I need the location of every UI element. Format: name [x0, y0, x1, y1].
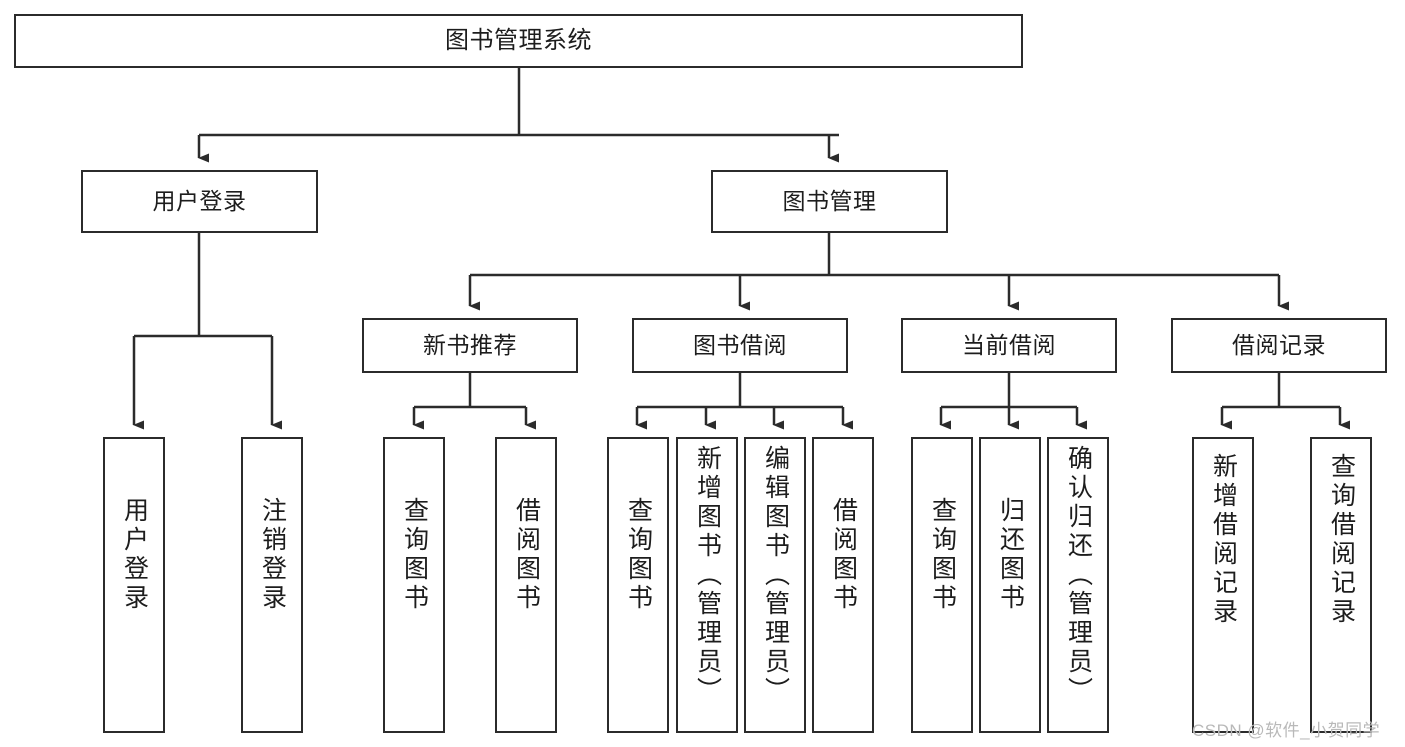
node-label: 确认归还（管理员） — [1064, 445, 1093, 706]
leaf-logout[interactable]: 注销登录 — [241, 437, 303, 733]
node-user-login[interactable]: 用户登录 — [81, 170, 318, 233]
node-label: 借阅记录 — [1232, 332, 1326, 358]
node-label: 图书管理 — [782, 188, 877, 214]
leaf-user-login[interactable]: 用户登录 — [103, 437, 165, 733]
leaf-confirm-return-admin[interactable]: 确认归还（管理员） — [1047, 437, 1109, 733]
node-label: 归还图书 — [996, 497, 1025, 613]
node-label: 用户登录 — [120, 497, 149, 613]
node-label: 编辑图书（管理员） — [761, 445, 790, 706]
leaf-borrow-book-recommend[interactable]: 借阅图书 — [495, 437, 557, 733]
node-current-borrow[interactable]: 当前借阅 — [901, 318, 1117, 373]
leaf-query-book-borrow[interactable]: 查询图书 — [607, 437, 669, 733]
node-book-borrow[interactable]: 图书借阅 — [632, 318, 848, 373]
node-label: 当前借阅 — [962, 332, 1056, 358]
node-label: 新增图书（管理员） — [693, 445, 722, 706]
leaf-add-book-admin[interactable]: 新增图书（管理员） — [676, 437, 738, 733]
leaf-borrow-book[interactable]: 借阅图书 — [812, 437, 874, 733]
leaf-query-book-recommend[interactable]: 查询图书 — [383, 437, 445, 733]
node-label: 注销登录 — [258, 497, 287, 613]
node-label: 查询图书 — [400, 497, 429, 613]
node-label: 新书推荐 — [423, 332, 517, 358]
leaf-edit-book-admin[interactable]: 编辑图书（管理员） — [744, 437, 806, 733]
node-new-book-recommend[interactable]: 新书推荐 — [362, 318, 578, 373]
node-label: 用户登录 — [152, 188, 247, 214]
node-book-management[interactable]: 图书管理 — [711, 170, 948, 233]
node-label: 查询图书 — [624, 497, 653, 613]
node-label: 图书管理系统 — [445, 27, 592, 54]
leaf-query-book-current[interactable]: 查询图书 — [911, 437, 973, 733]
node-label: 查询图书 — [928, 497, 957, 613]
leaf-return-book[interactable]: 归还图书 — [979, 437, 1041, 733]
node-borrow-record[interactable]: 借阅记录 — [1171, 318, 1387, 373]
node-label: 新增借阅记录 — [1209, 453, 1238, 627]
node-label: 借阅图书 — [829, 497, 858, 613]
watermark-csdn: CSDN @软件_小贺同学 — [1192, 721, 1381, 740]
leaf-add-borrow-record[interactable]: 新增借阅记录 — [1192, 437, 1254, 733]
node-label: 图书借阅 — [693, 332, 787, 358]
node-label: 借阅图书 — [512, 497, 541, 613]
leaf-query-borrow-record[interactable]: 查询借阅记录 — [1310, 437, 1372, 733]
node-root-system[interactable]: 图书管理系统 — [14, 14, 1023, 68]
node-label: 查询借阅记录 — [1327, 453, 1356, 627]
